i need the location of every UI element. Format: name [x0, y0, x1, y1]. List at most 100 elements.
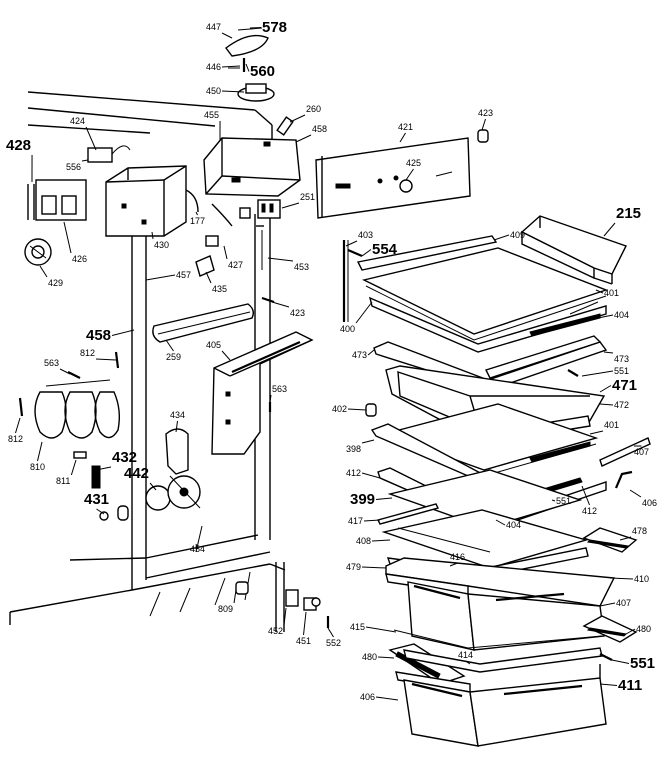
- bracket-405: [212, 332, 312, 454]
- leader-line-251: [282, 203, 299, 208]
- grommet-809: [236, 582, 248, 594]
- screw-423: [262, 298, 274, 302]
- part-label-554: 554: [372, 241, 398, 258]
- part-label-479: 479: [346, 562, 361, 572]
- leader-line-458: [296, 135, 311, 142]
- part-label-563: 563: [272, 384, 287, 394]
- leader-line-453: [268, 258, 293, 261]
- part-label-434: 434: [170, 410, 185, 420]
- leader-line-406: [630, 490, 641, 497]
- part-label-409: 409: [510, 230, 525, 240]
- part-label-811: 811: [56, 476, 70, 486]
- part-label-810: 810: [30, 462, 45, 472]
- leader-line-472: [600, 404, 613, 405]
- part-label-215: 215: [616, 205, 641, 222]
- leader-line-446: [222, 66, 240, 67]
- sensor-426: [28, 180, 86, 220]
- bracket-434: [166, 429, 188, 474]
- part-label-560: 560: [250, 63, 275, 80]
- leader-line-423: [482, 119, 486, 130]
- connector-427: [206, 208, 250, 246]
- leader-line-427: [224, 246, 227, 259]
- heater-810: [35, 380, 119, 438]
- part-label-452: 452: [268, 626, 283, 636]
- part-label-454: 454: [190, 544, 205, 554]
- bushing-402: [366, 404, 376, 416]
- relay-424: [88, 146, 130, 162]
- leader-line-406: [376, 697, 398, 700]
- part-label-458: 458: [86, 327, 111, 344]
- leader-line-812: [96, 359, 116, 360]
- fitting-431: [100, 506, 128, 520]
- leader-line-424: [86, 127, 96, 150]
- leader-line-415: [366, 627, 396, 632]
- part-label-556: 556: [66, 162, 81, 172]
- part-label-478: 478: [632, 526, 647, 536]
- part-label-453: 453: [294, 262, 309, 272]
- wire-812-left: [20, 398, 22, 416]
- part-label-429: 429: [48, 278, 63, 288]
- leader-line-556: [82, 160, 88, 161]
- part-label-812: 812: [8, 434, 23, 444]
- part-label-423: 423: [290, 308, 305, 318]
- leader-line-177: [196, 212, 198, 215]
- leader-line-405: [222, 351, 230, 360]
- part-label-442: 442: [124, 465, 149, 482]
- leader-line-473: [604, 352, 613, 353]
- part-label-447: 447: [206, 22, 221, 32]
- screw-551-lower: [600, 654, 612, 660]
- part-label-428: 428: [6, 137, 31, 154]
- part-label-400: 400: [340, 324, 355, 334]
- leader-line-412: [362, 473, 380, 478]
- part-label-405: 405: [206, 340, 221, 350]
- part-label-399: 399: [350, 491, 375, 508]
- leader-line-409: [494, 235, 509, 240]
- part-label-406: 406: [360, 692, 375, 702]
- part-label-415: 415: [350, 622, 365, 632]
- part-label-472: 472: [614, 400, 629, 410]
- part-label-401: 401: [604, 288, 619, 298]
- part-label-451: 451: [296, 636, 311, 646]
- leader-line-809: [234, 590, 236, 603]
- rod-453: [256, 226, 264, 270]
- leader-line-421: [400, 133, 406, 142]
- screw-551-upper: [568, 370, 578, 376]
- leader-line-408: [372, 540, 390, 541]
- part-label-450: 450: [206, 86, 221, 96]
- part-label-398: 398: [346, 444, 361, 454]
- part-label-251: 251: [300, 192, 315, 202]
- screw-560: [228, 58, 244, 72]
- rail-417: [378, 504, 438, 524]
- leader-line-259: [166, 340, 174, 351]
- clip-435: [196, 256, 214, 276]
- leader-line-215: [604, 223, 615, 236]
- switch-251: [258, 200, 280, 218]
- part-label-177: 177: [190, 216, 205, 226]
- cover-259: [153, 304, 253, 342]
- part-label-401: 401: [604, 420, 619, 430]
- leader-line-458: [112, 330, 134, 336]
- part-label-809: 809: [218, 604, 233, 614]
- leader-line-552: [328, 628, 334, 637]
- leader-line-554: [362, 250, 371, 257]
- leader-line-810: [38, 442, 42, 461]
- leader-line-401: [590, 431, 603, 434]
- bracket-403: [344, 240, 348, 322]
- leader-line-398: [362, 440, 374, 443]
- leader-line-429: [40, 266, 47, 277]
- part-label-435: 435: [212, 284, 227, 294]
- clip-452: [286, 590, 298, 606]
- part-label-455: 455: [204, 110, 219, 120]
- leader-line-457: [146, 275, 175, 280]
- wire-260: [277, 117, 293, 135]
- part-label-812: 812: [80, 348, 95, 358]
- part-label-410: 410: [634, 574, 649, 584]
- part-label-473: 473: [614, 354, 629, 364]
- part-label-431: 431: [84, 491, 109, 508]
- screw-554: [348, 250, 362, 256]
- part-label-406: 406: [642, 498, 657, 508]
- part-label-424: 424: [70, 116, 85, 126]
- leader-line-402: [348, 409, 366, 410]
- part-label-551: 551: [614, 366, 629, 376]
